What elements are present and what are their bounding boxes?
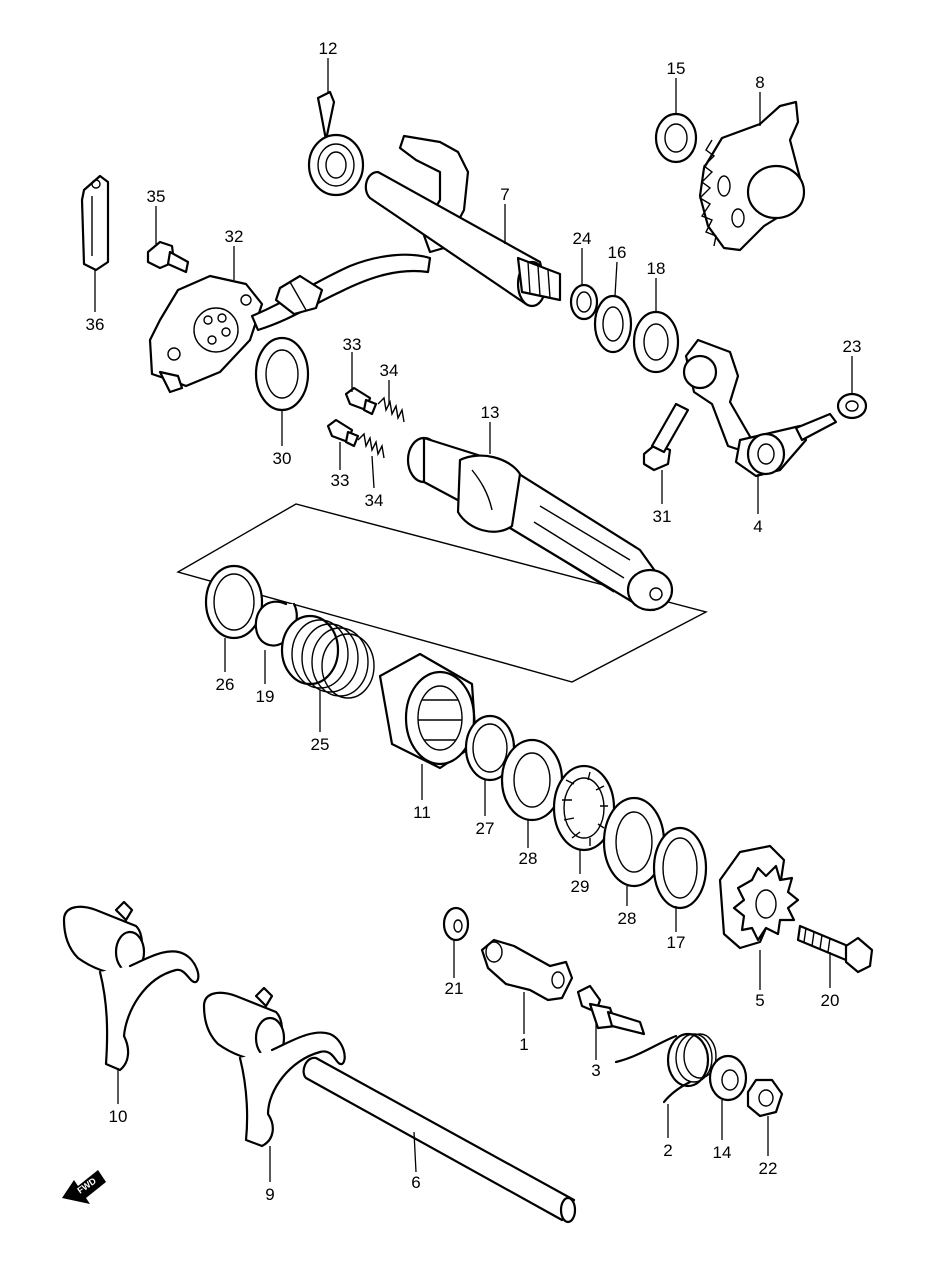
part-24-circlip <box>569 283 599 321</box>
part-33-pin-upper <box>344 386 378 416</box>
leader-lines <box>94 58 853 1182</box>
callout-14: 14 <box>713 1143 732 1162</box>
callout-7: 7 <box>500 185 509 204</box>
callout-5: 5 <box>755 991 764 1010</box>
callout-28-upper: 28 <box>519 849 538 868</box>
callout-22: 22 <box>759 1159 778 1178</box>
part-32-switch <box>148 253 432 394</box>
callout-29: 29 <box>571 877 590 896</box>
callout-26: 26 <box>216 675 235 694</box>
part-7-shift-shaft <box>364 134 562 308</box>
part-31-bolt <box>642 402 690 472</box>
callout-34-lower: 34 <box>365 491 384 510</box>
callout-23: 23 <box>843 337 862 356</box>
part-21-washer <box>442 906 470 942</box>
callout-2: 2 <box>663 1141 672 1160</box>
callout-3: 3 <box>591 1061 600 1080</box>
callout-15: 15 <box>667 59 686 78</box>
part-36-strap <box>80 174 110 272</box>
part-12-spring <box>307 90 365 197</box>
part-30-washer <box>254 336 310 412</box>
part-9-shift-fork <box>202 986 346 1148</box>
callout-6: 6 <box>411 1173 420 1192</box>
callout-27: 27 <box>476 819 495 838</box>
callout-9: 9 <box>265 1185 274 1204</box>
part-17-washer <box>652 826 708 910</box>
callout-8: 8 <box>755 73 764 92</box>
part-4-shift-lever <box>682 338 838 478</box>
part-16-washer <box>593 294 633 354</box>
callout-30: 30 <box>273 449 292 468</box>
part-22-nut <box>746 1078 784 1118</box>
part-27-circlip <box>464 714 516 782</box>
callout-32: 32 <box>225 227 244 246</box>
callout-35: 35 <box>147 187 166 206</box>
callout-36: 36 <box>86 315 105 334</box>
part-14-washer <box>708 1054 748 1102</box>
part-26-ring <box>204 564 264 640</box>
callout-4: 4 <box>753 517 762 536</box>
callout-33-upper: 33 <box>343 335 362 354</box>
assembly-outline <box>176 503 708 683</box>
callout-12: 12 <box>319 39 338 58</box>
callout-21: 21 <box>445 979 464 998</box>
part-5-cam-stopper <box>718 844 800 950</box>
part-28-washer-lower <box>602 796 666 888</box>
part-6-fork-shaft <box>302 1056 577 1224</box>
callout-25: 25 <box>311 735 330 754</box>
part-11-driven-gear <box>378 652 478 770</box>
part-34-spring-upper <box>377 396 405 423</box>
part-10-shift-fork <box>62 900 200 1072</box>
part-33-pin-lower <box>326 418 360 448</box>
callout-31: 31 <box>653 507 672 526</box>
part-20-bolt <box>796 924 874 974</box>
part-23-nut <box>836 392 868 420</box>
callout-19: 19 <box>256 687 275 706</box>
callout-11: 11 <box>413 803 431 822</box>
part-1-stopper-arm <box>480 938 574 1002</box>
callout-34-upper: 34 <box>380 361 399 380</box>
fwd-arrow-icon: FWD <box>62 1170 106 1204</box>
callout-16: 16 <box>608 243 627 262</box>
part-15-bushing <box>654 112 698 164</box>
callout-labels: 12 7 8 15 35 32 36 24 16 18 23 30 33 34 … <box>86 39 862 1204</box>
part-25-coil-spring <box>280 614 375 699</box>
part-2-return-spring <box>614 1032 717 1104</box>
callout-24: 24 <box>573 229 592 248</box>
part-13-shift-cam <box>406 436 674 612</box>
callout-1: 1 <box>519 1035 528 1054</box>
callout-33-lower: 33 <box>331 471 350 490</box>
callout-28-lower: 28 <box>618 909 637 928</box>
part-8-sector-gear <box>698 100 806 252</box>
part-35-bolt <box>146 240 190 274</box>
callout-18: 18 <box>647 259 666 278</box>
part-3-pivot-bolt <box>576 984 646 1036</box>
part-34-spring-lower <box>357 432 385 459</box>
callout-17: 17 <box>667 933 686 952</box>
callout-20: 20 <box>821 991 840 1010</box>
callout-13: 13 <box>481 403 500 422</box>
callout-10: 10 <box>109 1107 128 1126</box>
part-18-oil-seal <box>632 310 680 374</box>
